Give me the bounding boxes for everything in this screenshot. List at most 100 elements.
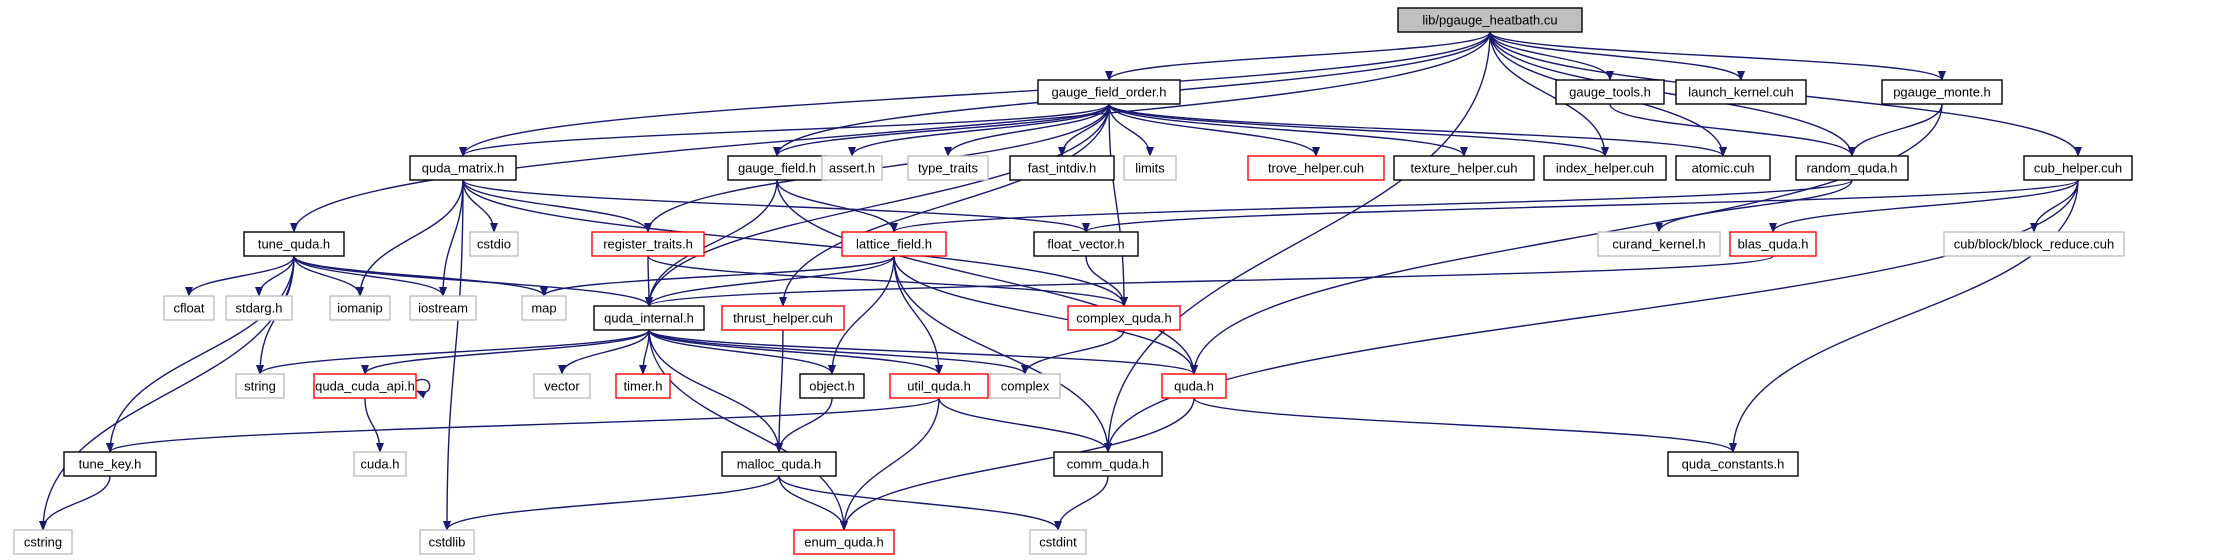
node-type_traits: type_traits: [907, 155, 989, 181]
node-comm_quda-box: [1053, 451, 1163, 477]
node-quda_cuda_api-label: quda_cuda_api.h: [315, 379, 415, 394]
node-trove_helper-label: trove_helper.cuh: [1268, 161, 1364, 176]
node-tune_key[interactable]: tune_key.h: [63, 451, 157, 477]
node-quda_matrix[interactable]: quda_matrix.h: [409, 155, 517, 181]
node-limits-label: limits: [1135, 161, 1165, 176]
edge-util_quda-to-tune_key: [106, 397, 940, 453]
node-object-box: [799, 373, 865, 399]
node-malloc_quda[interactable]: malloc_quda.h: [721, 451, 837, 477]
node-type_traits-box: [907, 155, 989, 181]
node-float_vector-box: [1033, 231, 1139, 257]
node-complex-label: complex: [1001, 379, 1050, 394]
edge-gfo-to-type_traits: [944, 103, 1110, 157]
node-tune_quda-box: [243, 231, 345, 257]
node-quda_h[interactable]: quda.h: [1161, 373, 1227, 399]
node-string-label: string: [244, 379, 276, 394]
node-random_quda[interactable]: random_quda.h: [1795, 155, 1909, 181]
edge-random_quda-to-curand_kernel: [1655, 179, 1853, 233]
node-cstring-box: [13, 529, 73, 555]
node-blas_quda[interactable]: blas_quda.h: [1729, 231, 1817, 257]
edge-cub_helper-to-quda_constants: [1729, 179, 2079, 453]
node-iostream-box: [409, 295, 477, 321]
node-gfo[interactable]: gauge_field_order.h: [1037, 79, 1181, 105]
node-index_helper-label: index_helper.cuh: [1556, 161, 1654, 176]
node-enum_quda[interactable]: enum_quda.h: [793, 529, 895, 555]
node-launch_kernel[interactable]: launch_kernel.cuh: [1675, 79, 1807, 105]
node-quda_internal[interactable]: quda_internal.h: [593, 305, 705, 331]
node-quda_matrix-box: [409, 155, 517, 181]
node-cuda_h: cuda.h: [353, 451, 407, 477]
node-atomic[interactable]: atomic.cuh: [1675, 155, 1771, 181]
node-tune_quda-label: tune_quda.h: [258, 237, 330, 252]
edge-lattice_field-to-util_quda: [893, 255, 943, 375]
node-comm_quda[interactable]: comm_quda.h: [1053, 451, 1163, 477]
node-timer[interactable]: timer.h: [615, 373, 671, 399]
edge-gauge_field-to-lattice_field: [776, 179, 898, 233]
node-quda_h-label: quda.h: [1174, 379, 1214, 394]
node-texture_helper-box: [1393, 155, 1535, 181]
edge-lattice_field-to-quda_internal: [645, 255, 895, 307]
node-pgauge_monte[interactable]: pgauge_monte.h: [1881, 79, 2003, 105]
node-gfo-label: gauge_field_order.h: [1052, 85, 1167, 100]
edge-quda_matrix-to-cstdlib: [443, 179, 464, 531]
node-fast_intdiv[interactable]: fast_intdiv.h: [1009, 155, 1115, 181]
edge-gfo-to-texture_helper: [1108, 103, 1468, 157]
node-quda_constants[interactable]: quda_constants.h: [1667, 451, 1799, 477]
node-complex_quda-box: [1067, 305, 1181, 331]
edge-tune_quda-to-tune_key: [106, 255, 295, 453]
node-gauge_tools[interactable]: gauge_tools.h: [1555, 79, 1665, 105]
node-tune_quda[interactable]: tune_quda.h: [243, 231, 345, 257]
edge-root-to-index_helper: [1489, 31, 1609, 157]
node-atomic-box: [1675, 155, 1771, 181]
edge-gfo-to-limits: [1108, 103, 1154, 157]
node-object[interactable]: object.h: [799, 373, 865, 399]
node-float_vector[interactable]: float_vector.h: [1033, 231, 1139, 257]
node-blas_quda-box: [1729, 231, 1817, 257]
node-curand_kernel-box: [1597, 231, 1721, 257]
edge-tune_quda-to-quda_internal: [293, 255, 653, 307]
node-cstdlib-box: [419, 529, 475, 555]
node-tune_key-label: tune_key.h: [79, 457, 142, 472]
edge-gauge_tools-to-random_quda: [1609, 103, 1856, 157]
edge-root-to-launch_kernel: [1489, 31, 1745, 81]
node-lattice_field[interactable]: lattice_field.h: [841, 231, 947, 257]
node-quda_cuda_api[interactable]: quda_cuda_api.h: [313, 373, 417, 399]
node-index_helper[interactable]: index_helper.cuh: [1543, 155, 1667, 181]
node-register_traits-box: [591, 231, 705, 257]
edge-quda_cuda_api-to-quda_cuda_api: [415, 378, 431, 399]
node-comm_quda-label: comm_quda.h: [1067, 457, 1149, 472]
node-complex_quda[interactable]: complex_quda.h: [1067, 305, 1181, 331]
node-cfloat-box: [163, 295, 215, 321]
node-trove_helper[interactable]: trove_helper.cuh: [1247, 155, 1385, 181]
node-util_quda[interactable]: util_quda.h: [889, 373, 989, 399]
node-object-label: object.h: [809, 379, 855, 394]
edge-cub_helper-to-float_vector: [1082, 179, 2079, 233]
node-string: string: [235, 373, 285, 399]
node-cub_helper[interactable]: cub_helper.cuh: [2023, 155, 2133, 181]
node-cub_reduce-box: [1943, 231, 2125, 257]
node-gauge_field[interactable]: gauge_field.h: [727, 155, 827, 181]
node-stdarg: stdarg.h: [225, 295, 293, 321]
node-register_traits[interactable]: register_traits.h: [591, 231, 705, 257]
edge-quda_matrix-to-register_traits: [462, 179, 652, 233]
edge-gfo-to-complex_quda: [1108, 103, 1128, 307]
node-limits: limits: [1123, 155, 1177, 181]
node-cstring-label: cstring: [24, 535, 62, 550]
node-assert: assert.h: [821, 155, 883, 181]
node-random_quda-box: [1795, 155, 1909, 181]
edge-tune_quda-to-map: [293, 255, 548, 297]
node-root-label: lib/pgauge_heatbath.cu: [1422, 13, 1557, 28]
node-iostream: iostream: [409, 295, 477, 321]
edge-quda_internal-to-quda_cuda_api: [361, 329, 650, 375]
node-map-box: [521, 295, 567, 321]
edge-malloc_quda-to-cstdint: [778, 475, 1062, 531]
node-gfo-box: [1037, 79, 1181, 105]
node-root[interactable]: lib/pgauge_heatbath.cu: [1397, 7, 1583, 33]
node-stdarg-label: stdarg.h: [236, 301, 283, 316]
node-quda_h-box: [1161, 373, 1227, 399]
node-thrust_helper[interactable]: thrust_helper.cuh: [721, 305, 845, 331]
node-cstdio: cstdio: [469, 231, 519, 257]
node-texture_helper[interactable]: texture_helper.cuh: [1393, 155, 1535, 181]
node-util_quda-box: [889, 373, 989, 399]
